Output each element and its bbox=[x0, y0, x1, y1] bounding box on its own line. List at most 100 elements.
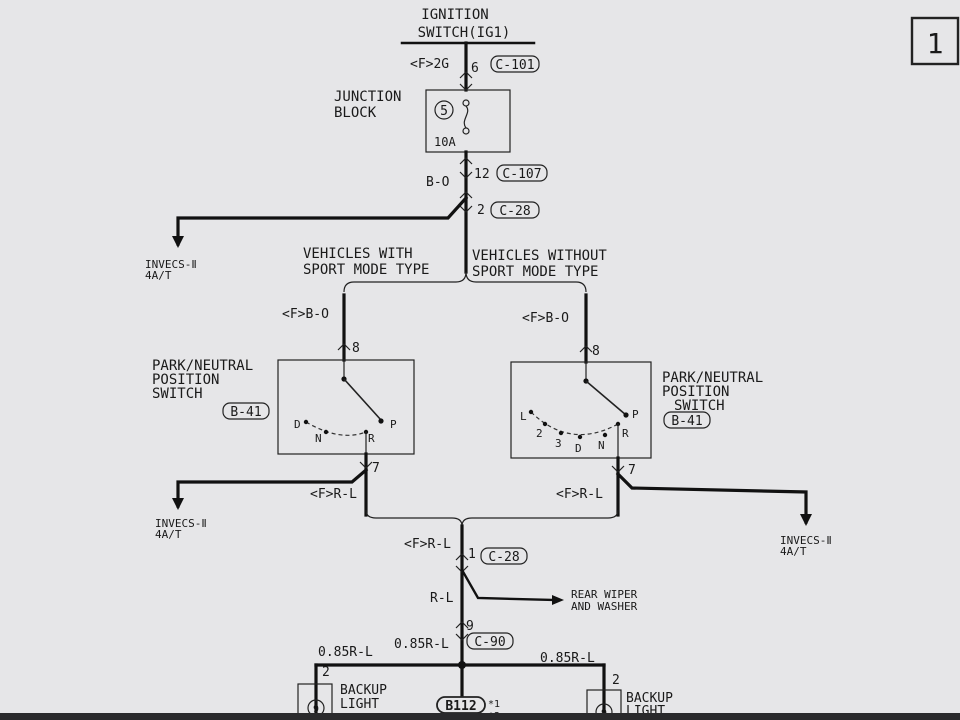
backup-light-left-pin: 9 bbox=[313, 704, 319, 715]
fuse-number-circle bbox=[434, 100, 454, 120]
pin-left-8: 8 bbox=[352, 341, 360, 356]
page-number: 1 bbox=[927, 27, 944, 60]
pn-right-dot-3 bbox=[558, 430, 564, 436]
connector-c90-marker bbox=[455, 621, 469, 641]
invecs-top-label-1: INVECS-Ⅱ bbox=[145, 258, 197, 271]
pin-right-8-marker bbox=[579, 345, 593, 353]
variant-with-label-1: VEHICLES WITH bbox=[303, 246, 413, 262]
ignition-switch-label-2: SWITCH(IG1) bbox=[418, 25, 511, 41]
pn-left-conn-tag bbox=[222, 402, 270, 420]
connector-c28-marker bbox=[459, 191, 473, 213]
junction-block-label-2: BLOCK bbox=[334, 105, 377, 121]
rear-wiper-label-2: AND WASHER bbox=[571, 600, 638, 613]
pn-left-contact-p bbox=[378, 418, 384, 424]
pn-right-arc bbox=[530, 411, 619, 436]
pn-switch-left-box bbox=[277, 359, 415, 455]
pin-6-label: 6 bbox=[471, 61, 479, 76]
arrow-invecs-right bbox=[800, 514, 812, 526]
fuse-terminal-bottom bbox=[462, 127, 470, 135]
pn-switch-right-box bbox=[510, 361, 652, 459]
wire-mid-frl-label: <F>R-L bbox=[404, 537, 451, 552]
pn-left-pos-r: R bbox=[368, 432, 375, 445]
pn-right-pos-3: 3 bbox=[555, 437, 562, 450]
pn-right-contact-arm bbox=[585, 380, 627, 416]
pn-left-label-2: POSITION bbox=[152, 372, 219, 388]
wire-left-frl-label: <F>R-L bbox=[310, 487, 357, 502]
pin-9-label: 9 bbox=[466, 619, 474, 634]
wire-right-fbo-label: <F>B-O bbox=[522, 311, 569, 326]
pin-2a-label: 2 bbox=[322, 665, 330, 680]
arrow-invecs-left bbox=[172, 498, 184, 510]
connector-c107-marker bbox=[459, 157, 473, 179]
pn-left-dot-d bbox=[303, 419, 309, 425]
pn-left-label-1: PARK/NEUTRAL bbox=[152, 358, 253, 374]
fuse-symbol bbox=[463, 105, 469, 129]
pn-right-pos-2: 2 bbox=[536, 427, 543, 440]
pin-1-label: 1 bbox=[468, 547, 476, 562]
pn-left-contact-arm bbox=[343, 378, 382, 421]
backup-light-right-symbol bbox=[595, 703, 613, 720]
wire-to-invecs-left bbox=[176, 467, 369, 508]
wire-left-fbo-label: <F>B-O bbox=[282, 307, 329, 322]
pn-right-contact-p bbox=[623, 412, 629, 418]
connector-c90: C-90 bbox=[474, 635, 505, 650]
backup-light-left-label-1: BACKUP bbox=[340, 683, 387, 698]
connector-c28-tag bbox=[490, 201, 540, 219]
wire-rl-label: R-L bbox=[430, 591, 454, 606]
fuse-terminal-top bbox=[462, 99, 470, 107]
pin-right-7: 7 bbox=[628, 463, 636, 478]
wire-bo-label: B-O bbox=[426, 175, 450, 190]
invecs-left-label-2: 4A/T bbox=[155, 528, 182, 541]
arrow-invecs-top bbox=[172, 236, 184, 248]
pn-right-conn: B-41 bbox=[671, 414, 702, 429]
invecs-right-label-2: 4A/T bbox=[780, 545, 807, 558]
pn-right-pos-l: L bbox=[520, 410, 527, 423]
connector-c90-tag bbox=[466, 632, 514, 650]
pin-12-label: 12 bbox=[474, 167, 490, 182]
pn-left-label-3: SWITCH bbox=[152, 386, 203, 402]
backup-light-right-box bbox=[586, 689, 622, 720]
backup-light-left-label-2: LIGHT bbox=[340, 697, 379, 712]
wire-to-invecs-right bbox=[615, 471, 808, 524]
pn-right-dot-l bbox=[528, 409, 534, 415]
wire-right-frl-label: <F>R-L bbox=[556, 487, 603, 502]
pin-left-8-marker bbox=[337, 343, 351, 351]
invecs-left-label-1: INVECS-Ⅱ bbox=[155, 517, 207, 530]
pin-2b-label: 2 bbox=[612, 673, 620, 688]
pn-right-pos-n: N bbox=[598, 439, 605, 452]
pn-right-pos-r: R bbox=[622, 427, 629, 440]
variant-brace-top bbox=[343, 271, 587, 293]
wire-085-left: 0.85R-L bbox=[318, 645, 373, 660]
variant-with-label-2: SPORT MODE TYPE bbox=[303, 262, 429, 278]
pn-right-dot-2 bbox=[542, 421, 548, 427]
b112-label: B112 bbox=[445, 699, 476, 714]
pn-left-pos-n: N bbox=[315, 432, 322, 445]
pn-left-dot-n bbox=[323, 429, 329, 435]
variant-brace-bottom bbox=[365, 509, 619, 527]
junction-block-box bbox=[425, 89, 511, 153]
backup-light-right-label-1: BACKUP bbox=[626, 691, 673, 706]
arrow-rear-wiper bbox=[552, 595, 564, 605]
pn-left-pos-d: D bbox=[294, 418, 301, 431]
connector-c107-tag bbox=[496, 164, 548, 182]
connector-c28b: C-28 bbox=[488, 550, 519, 565]
ignition-switch-label-1: IGNITION bbox=[421, 7, 488, 23]
invecs-right-label-1: INVECS-Ⅱ bbox=[780, 534, 832, 547]
pn-right-label-1: PARK/NEUTRAL bbox=[662, 370, 763, 386]
pin-right-8: 8 bbox=[592, 344, 600, 359]
connector-c101: C-101 bbox=[495, 58, 534, 73]
pn-left-conn: B-41 bbox=[230, 405, 261, 420]
wire-to-rear-wiper bbox=[460, 568, 558, 602]
connector-c107: C-107 bbox=[502, 167, 541, 182]
pn-right-pos-d: D bbox=[575, 442, 582, 455]
pn-right-dot-d bbox=[577, 434, 583, 440]
connector-c101-tag bbox=[490, 55, 540, 73]
junction-block-label-1: JUNCTION bbox=[334, 89, 401, 105]
rear-wiper-label-1: REAR WIPER bbox=[571, 588, 638, 601]
pn-right-pos-p: P bbox=[632, 408, 639, 421]
wire-085-center: 0.85R-L bbox=[394, 637, 449, 652]
fuse-number: 5 bbox=[440, 104, 448, 119]
pn-left-arc bbox=[305, 421, 367, 436]
wire-f2g-label: <F>2G bbox=[410, 57, 449, 72]
